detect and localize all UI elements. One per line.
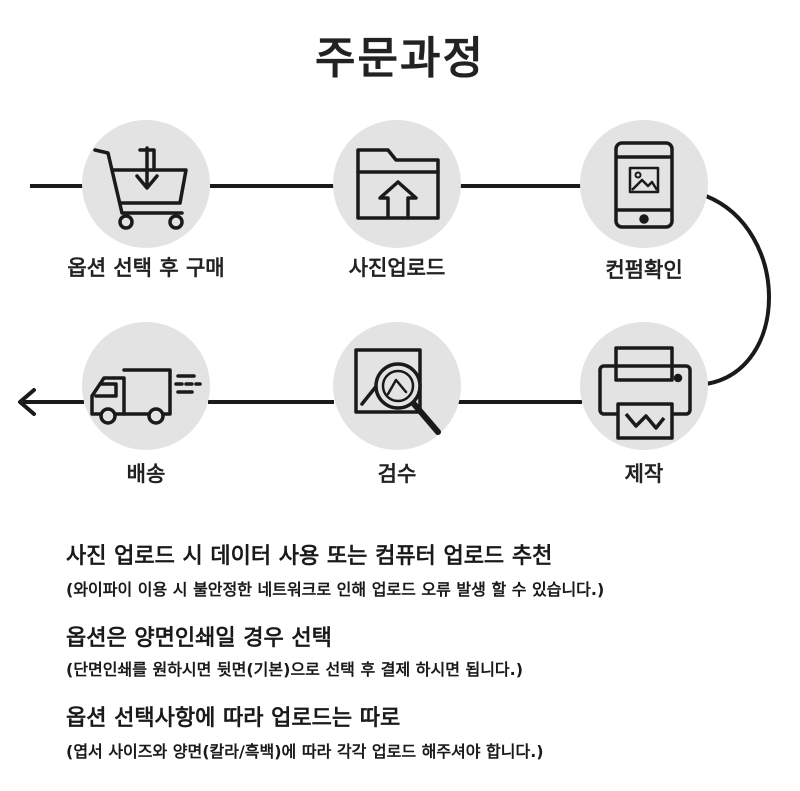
arrow-left-icon [18,388,36,416]
note-1-detail: (와이파이 이용 시 불안정한 네트워크로 인해 업로드 오류 발생 할 수 있… [66,580,605,599]
step-label-production: 제작 [624,462,664,486]
delivery-truck-icon [90,368,202,425]
step-circle-production [580,322,708,450]
note-2-heading: 옵션은 양면인쇄일 경우 선택 [66,626,332,651]
tablet-image-icon [614,141,674,229]
step-label-upload: 사진업로드 [348,256,446,280]
step-label-order: 옵션 선택 후 구매 [67,256,225,280]
connector-3-4-curve [705,194,771,386]
note-2-detail: (단면인쇄를 원하시면 뒷면(기본)으로 선택 후 결제 하시면 됩니다.) [66,660,524,679]
step-circle-confirm [580,120,708,248]
step-circle-delivery [82,322,210,450]
process-flow [18,120,771,450]
step-label-inspection: 검수 [377,462,417,486]
folder-upload-icon [356,148,440,220]
note-3-detail: (엽서 사이즈와 양면(칼라/흑백)에 따라 각각 업로드 해주셔야 합니다.) [66,742,544,761]
step-label-confirm: 컨펌확인 [605,258,683,282]
printer-icon [598,346,692,440]
note-3-heading: 옵션 선택사항에 따라 업로드는 따로 [66,706,401,731]
note-1-heading: 사진 업로드 시 데이터 사용 또는 컴퓨터 업로드 추천 [66,544,553,569]
magnifier-inspect-icon [354,348,441,435]
page-title: 주문과정 [315,33,485,84]
shopping-cart-icon [93,146,188,230]
step-label-delivery: 배송 [126,462,166,486]
flow-connectors [18,184,771,416]
